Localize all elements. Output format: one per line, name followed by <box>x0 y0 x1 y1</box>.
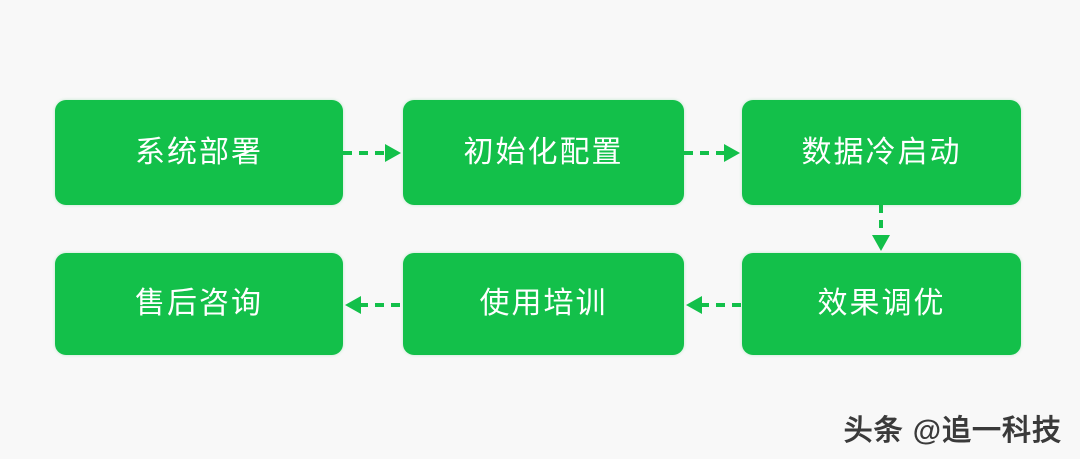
process-node-system-deployment[interactable]: 系统部署 <box>55 100 343 205</box>
node-label: 使用培训 <box>479 287 608 320</box>
arrow-connector-down <box>866 205 896 253</box>
arrow-connector-left-2 <box>343 290 403 320</box>
process-node-data-cold-start[interactable]: 数据冷启动 <box>742 100 1021 205</box>
node-label: 初始化配置 <box>463 135 624 169</box>
node-label: 系统部署 <box>135 135 263 169</box>
arrow-connector-right-2 <box>684 138 742 168</box>
process-node-effect-tuning[interactable]: 效果调优 <box>742 253 1021 355</box>
watermark-text: 头条 @追一科技 <box>843 415 1062 448</box>
node-label: 售后咨询 <box>135 287 263 320</box>
arrow-connector-left-1 <box>684 290 742 320</box>
process-node-initial-configuration[interactable]: 初始化配置 <box>403 100 684 205</box>
process-node-after-sales-consultation[interactable]: 售后咨询 <box>55 253 343 355</box>
arrow-connector-right-1 <box>343 138 403 168</box>
node-label: 效果调优 <box>817 287 946 320</box>
process-node-usage-training[interactable]: 使用培训 <box>403 253 684 355</box>
node-label: 数据冷启动 <box>801 135 962 169</box>
